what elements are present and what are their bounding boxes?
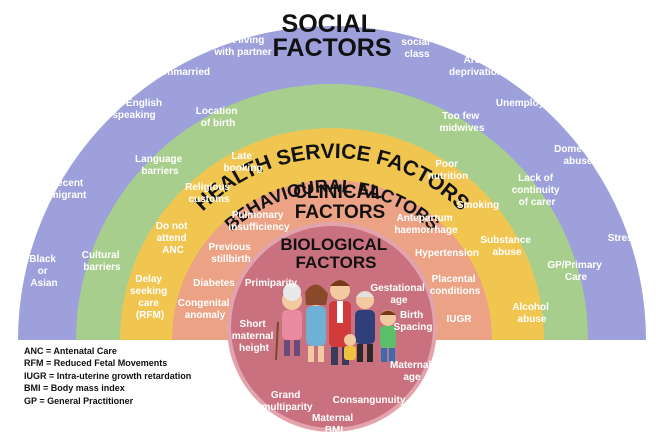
- biological-header-line1: BIOLOGICAL: [280, 235, 386, 254]
- label-birth-spacing: Birth Spacing: [394, 310, 433, 333]
- social-header-line1: SOCIAL: [282, 10, 376, 38]
- label-gp-primary-care: GP/Primary Care: [547, 260, 604, 283]
- clinical-header: CLINICAL FACTORS: [293, 182, 387, 223]
- label-substance-abuse: Substance abuse: [480, 235, 533, 258]
- label-short-maternal-height: Short maternal height: [232, 319, 276, 354]
- label-cultural-barriers: Cultural barriers: [82, 250, 123, 273]
- label-do-not-attend-anc: Do not attend ANC: [156, 221, 190, 256]
- label-delay-seeking-care: Delay seeking care (RFM): [130, 274, 170, 321]
- label-hypertension: Hypertension: [415, 248, 479, 259]
- label-pulmonary-insufficiency: Pulmonary insufficiency: [228, 210, 290, 233]
- label-recent-migrant: Recent migrant: [50, 178, 87, 201]
- label-diabetes: Diabetes: [193, 278, 235, 289]
- label-smoking: Smoking: [457, 200, 499, 211]
- clinical-header-line2: FACTORS: [295, 202, 385, 223]
- label-black-or-asian: Black or Asian: [29, 254, 58, 289]
- label-non-english-speaking: Non-English speaking: [103, 98, 165, 121]
- label-location-of-birth: Location of birth: [196, 106, 240, 129]
- label-maternal-age: Maternal age: [390, 360, 434, 383]
- label-primiparity: Primiparity: [245, 278, 298, 289]
- label-area-deprivation: Area deprivation: [449, 55, 503, 78]
- label-iugr: IUGR: [447, 314, 473, 325]
- label-previous-stillbirth: Previous stillbirth: [208, 242, 253, 265]
- legend-item-gp: GP = General Practitioner: [24, 395, 134, 406]
- legend-item-rfm: RFM = Reduced Fetal Movements: [24, 358, 168, 369]
- label-alcohol-abuse: Alcohol abuse: [512, 302, 551, 325]
- biological-header-line2: FACTORS: [296, 253, 377, 272]
- label-not-living-with-partner: Not living with partner: [213, 35, 271, 58]
- label-maternal-bmi: Maternal BMI: [312, 413, 356, 436]
- abbreviation-legend: ANC = Antenatal Care RFM = Reduced Fetal…: [24, 345, 191, 407]
- family-illustration: [275, 280, 396, 365]
- label-domestic-abuse: Domestic abuse: [554, 144, 602, 167]
- label-antepartum-haemorrhage: Antepartum haemorrhage: [394, 213, 458, 236]
- label-placental-conditions: Placental conditions: [430, 274, 481, 297]
- legend-item-anc: ANC = Antenatal Care: [24, 346, 117, 356]
- label-consanguinity: Consangunuity: [333, 395, 406, 406]
- social-header: SOCIAL FACTORS: [273, 10, 392, 62]
- label-lower-social-class: Lower social class: [401, 25, 433, 60]
- label-too-few-midwives: Too few midwives: [439, 111, 484, 134]
- label-language-barriers: Language barriers: [135, 154, 185, 177]
- social-header-line2: FACTORS: [273, 34, 392, 62]
- label-unemployment: Unemployment: [496, 98, 569, 109]
- label-lack-of-continuity: Lack of continuity of carer: [512, 173, 563, 208]
- legend-item-iugr: IUGR = Intra-uterine growth retardation: [24, 370, 192, 381]
- label-grand-multiparity: Grand multiparity: [261, 390, 313, 413]
- label-congenital-anomaly: Congenital anomaly: [178, 298, 232, 321]
- biological-header: BIOLOGICAL FACTORS: [280, 235, 391, 272]
- label-gestational-age: Gestational age: [370, 283, 427, 306]
- label-late-booking: Late booking: [224, 151, 263, 174]
- label-stress: Stress: [608, 233, 639, 244]
- label-poor-nutrition: Poor nutrition: [428, 159, 469, 182]
- legend-item-bmi: BMI = Body mass index: [24, 383, 125, 394]
- clinical-header-line1: CLINICAL: [293, 182, 382, 203]
- label-religious-customs: Religious customs: [185, 182, 233, 205]
- label-unmarried: Unmarried: [160, 67, 210, 78]
